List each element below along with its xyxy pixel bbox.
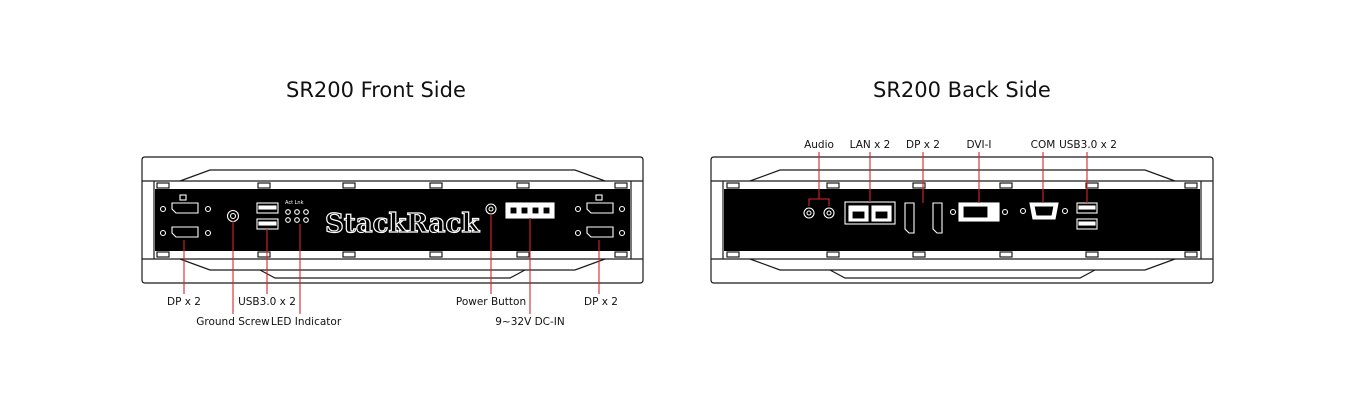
label-lan: LAN x 2 bbox=[849, 139, 891, 151]
label-led-indicator: LED Indicator bbox=[270, 316, 342, 328]
label-back-usb: USB3.0 x 2 bbox=[1059, 139, 1117, 151]
label-front-dp: DP x 2 bbox=[167, 296, 201, 308]
label-ground-screw: Ground Screw bbox=[196, 316, 270, 328]
label-back-dp: DP x 2 bbox=[906, 139, 940, 151]
label-front-usb: USB3.0 x 2 bbox=[238, 296, 296, 308]
led-label-text: Act Lnk bbox=[285, 200, 304, 206]
back-panel-ports bbox=[803, 201, 1098, 234]
label-power-button: Power Button bbox=[455, 296, 527, 308]
front-brand-logo: StackRack bbox=[325, 209, 480, 239]
front-side-title: SR200 Front Side bbox=[286, 78, 466, 102]
label-dvi: DVI-I bbox=[966, 139, 992, 151]
label-audio: Audio bbox=[804, 139, 834, 151]
label-dc-in: 9~32V DC-IN bbox=[495, 316, 565, 328]
front-panel bbox=[155, 189, 630, 251]
label-front-dp-right: DP x 2 bbox=[584, 296, 618, 308]
back-callout-lines bbox=[808, 152, 1088, 206]
front-callout-lines bbox=[183, 214, 600, 314]
label-com: COM bbox=[1030, 139, 1056, 151]
back-side-title: SR200 Back Side bbox=[873, 78, 1051, 102]
back-chassis bbox=[710, 156, 1214, 284]
